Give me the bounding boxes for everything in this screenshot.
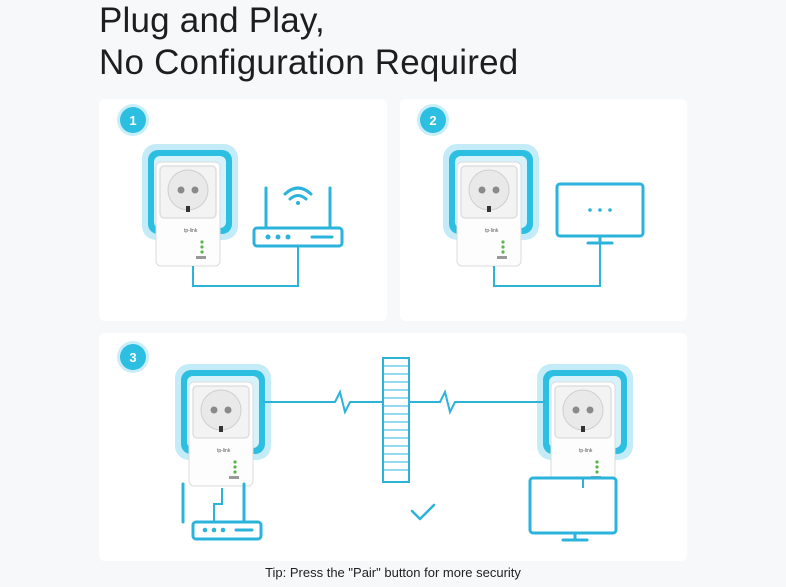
page-title: Plug and Play, No Configuration Required (99, 0, 518, 84)
electrical-circuit-icon (263, 357, 545, 483)
step-3-badge: 3 (120, 344, 146, 370)
title-line-2: No Configuration Required (99, 43, 519, 82)
step-2-cable (493, 243, 601, 287)
monitor-icon (528, 476, 618, 542)
wifi-icon (283, 186, 313, 205)
step-2-adapter (442, 143, 540, 267)
router-icon (252, 186, 344, 248)
step-2-badge: 2 (420, 107, 446, 133)
step-3-adapter-right (536, 363, 634, 487)
step-1-cable (192, 246, 299, 287)
tip-text: Tip: Press the "Pair" button for more se… (265, 565, 521, 580)
monitor-icon (555, 182, 645, 245)
step-1-adapter (141, 143, 239, 267)
step-3-adapter-left (174, 363, 272, 487)
step-1-badge: 1 (120, 107, 146, 133)
step-3-cable-left (213, 488, 223, 522)
title-line-1: Plug and Play, (99, 1, 325, 40)
router-icon (181, 482, 263, 541)
check-icon (410, 503, 436, 521)
